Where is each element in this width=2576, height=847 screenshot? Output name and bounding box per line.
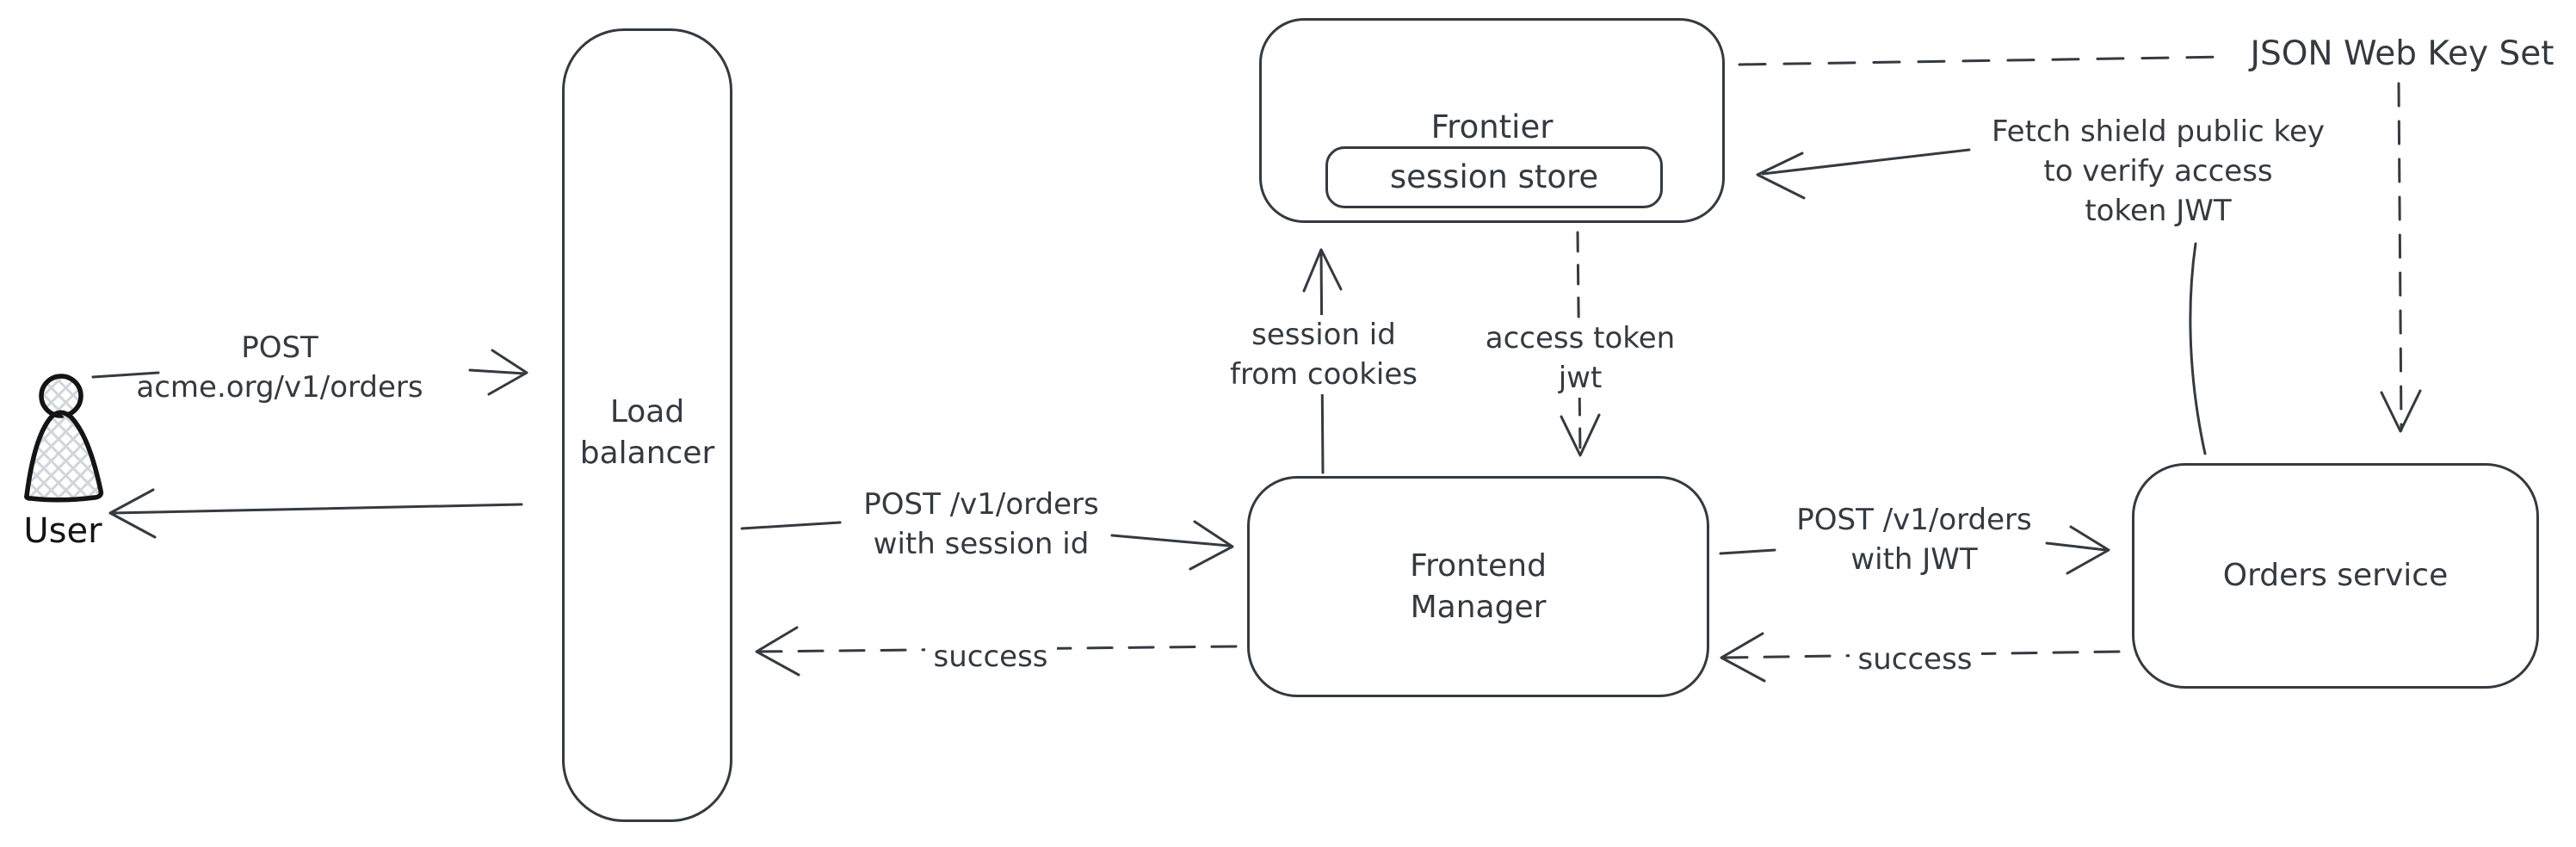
session-store-box: session store <box>1325 146 1663 208</box>
frontend-manager-label-line1: Frontend <box>1410 547 1547 584</box>
label-session-id-cookies-line1: session id <box>1243 315 1405 355</box>
label-access-token-jwt-line1: access token <box>1476 318 1684 359</box>
label-session-id-cookies: session id from cookies <box>1186 315 1461 395</box>
dashed-line-frontier-jwks <box>1738 55 2230 66</box>
label-post-acme-line2: acme.org/v1/orders <box>136 370 423 405</box>
arrow-lb-to-fm <box>740 520 1234 571</box>
node-frontend-manager: Frontend Manager <box>1247 476 1709 697</box>
load-balancer-label-line1: Load <box>609 394 685 430</box>
label-fetch-shield-key-line2: to verify access <box>2043 154 2273 189</box>
arrow-orders-to-fm-success <box>1720 632 2121 683</box>
label-access-token-jwt: access token jwt <box>1442 318 1718 399</box>
label-fetch-shield-key-line3: token JWT <box>2085 194 2232 229</box>
arrow-jwks-to-orders <box>2380 82 2422 433</box>
session-store-label: session store <box>1389 158 1599 195</box>
label-post-jwt-line1: POST /v1/orders <box>1796 503 2032 537</box>
node-frontier: Frontier session store <box>1259 18 1725 223</box>
label-post-session-id: POST /v1/orders with session id <box>826 485 1136 564</box>
label-post-jwt-line2: with JWT <box>1850 542 1978 578</box>
frontend-manager-label-line2: Manager <box>1410 589 1547 625</box>
label-post-jwt: POST /v1/orders with JWT <box>1759 500 2069 579</box>
label-jwks: JSON Web Key Set <box>2250 34 2554 73</box>
label-success-left: success <box>909 637 1072 677</box>
user-icon <box>24 374 104 503</box>
arrow-fetch-key-to-frontier <box>1756 148 1971 200</box>
arrow-lb-to-user <box>108 488 523 539</box>
label-post-acme-line1: POST <box>241 331 318 365</box>
orders-service-label: Orders service <box>2222 558 2449 594</box>
load-balancer-label-line2: balancer <box>579 436 715 471</box>
frontier-title: Frontier <box>1430 108 1554 145</box>
arrow-user-to-lb <box>91 349 528 396</box>
arrow-fm-to-orders <box>1719 525 2110 575</box>
label-session-id-cookies-line2: from cookies <box>1221 355 1426 395</box>
label-success-right: success <box>1833 640 1997 680</box>
curve-fetch-to-orders <box>2189 242 2207 455</box>
label-access-token-jwt-line2: jwt <box>1549 358 1611 399</box>
node-load-balancer: Load balancer <box>562 28 732 822</box>
label-fetch-shield-key: Fetch shield public key to verify access… <box>1967 112 2350 232</box>
label-fetch-shield-key-line1: Fetch shield public key <box>1991 114 2326 149</box>
label-post-session-id-line1: POST /v1/orders <box>863 487 1099 522</box>
arrow-fm-to-lb-success <box>755 626 1238 677</box>
label-post-session-id-line2: with session id <box>873 527 1090 562</box>
node-orders-service: Orders service <box>2132 463 2539 689</box>
user-label: User <box>23 511 102 551</box>
label-post-acme: POST acme.org/v1/orders <box>120 328 439 407</box>
